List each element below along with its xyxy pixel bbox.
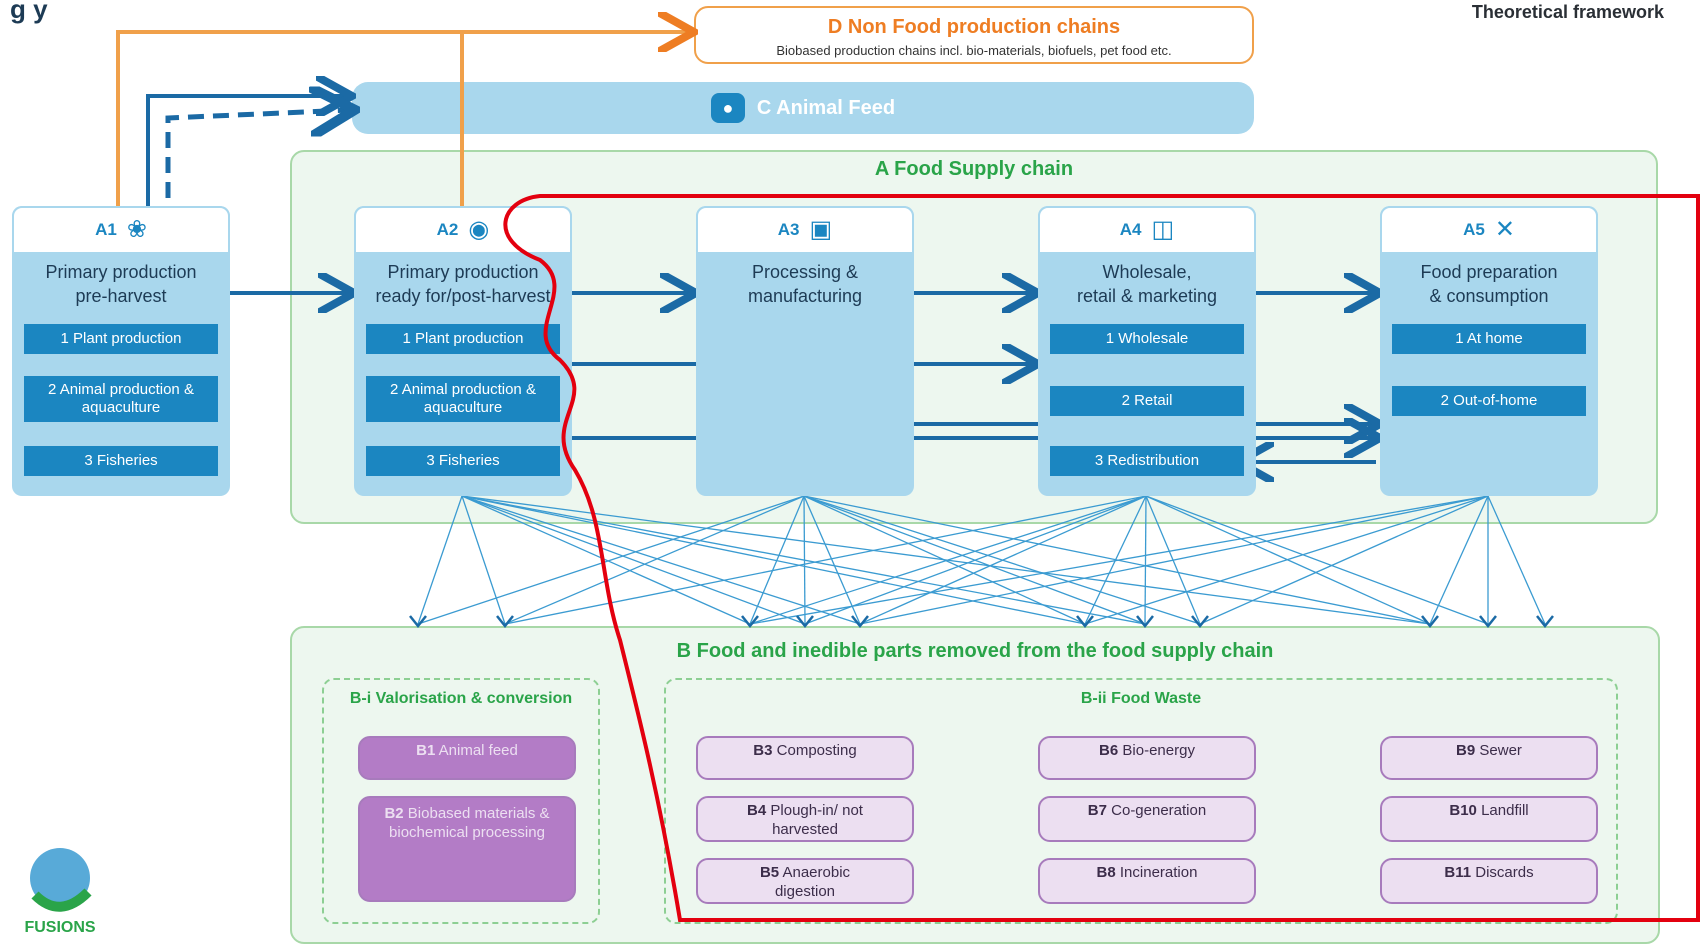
sub-item: 2 Out-of-home [1392, 386, 1586, 416]
b-label: Incineration [1119, 864, 1198, 881]
stage-title: Processing & [751, 262, 859, 282]
b-label: Composting [776, 742, 857, 759]
b-label: Discards [1475, 864, 1534, 881]
b7-box: B7 Co-generation [1038, 796, 1256, 842]
stage-title: pre-harvest [75, 286, 167, 306]
b5-box: B5 Anaerobic digestion [696, 858, 914, 904]
stage-title: retail & marketing [1076, 286, 1218, 306]
stage-title: Primary production [45, 262, 197, 282]
b-code: B1 [416, 742, 436, 759]
stage-code: A5 [1463, 220, 1485, 239]
fusions-logo-icon: FUSIONS [24, 848, 96, 936]
dashed-arrow-from-c [165, 110, 350, 198]
sub-item: 3 Fisheries [366, 446, 560, 476]
pig-icon: ● [710, 93, 745, 123]
valorisation-title: B-i Valorisation & conversion [349, 690, 573, 707]
stage-a2: A2 ◉ Primary production ready for/post-har… [354, 206, 572, 496]
b2-box: B2 Biobased materials & biochemical proc… [358, 796, 576, 902]
stage-code: A4 [1119, 220, 1142, 239]
food-supply-chain-title: A Food Supply chain [874, 158, 1074, 180]
food-waste-box: B-ii Food Waste B3 Composting B4 Plough-… [664, 678, 1618, 924]
orange-arrow-to-d [116, 32, 690, 206]
b3-box: B3 Composting [696, 736, 914, 780]
b-label: Anaerobic digestion [774, 864, 851, 900]
sub-item: 2 Animal production & aquaculture [366, 376, 560, 422]
stage-title: Primary production [387, 262, 539, 282]
food-waste-title: B-ii Food Waste [1080, 690, 1202, 707]
non-food-chains-box: D Non Food production chains Biobased pr… [694, 6, 1254, 64]
non-food-title: D Non Food production chains [827, 16, 1121, 38]
sub-item: 1 At home [1392, 324, 1586, 354]
stage-title: & consumption [1429, 286, 1549, 306]
fan-lines [417, 495, 1546, 625]
removed-title: B Food and inedible parts removed from t… [676, 640, 1274, 662]
cart-icon: ◫ [1151, 216, 1175, 243]
page-title-cut: g y [10, 0, 48, 24]
stage-code: A2 [436, 220, 459, 239]
b-code: B3 [753, 742, 773, 759]
sub-item: 1 Wholesale [1050, 324, 1244, 354]
non-food-subtitle: Biobased production chains incl. bio-mat… [776, 43, 1172, 58]
b-code: B8 [1096, 864, 1116, 881]
b8-box: B8 Incineration [1038, 858, 1256, 904]
factory-icon: ▣ [809, 216, 833, 243]
b-label: Animal feed [438, 742, 518, 759]
b-label: Biobased materials & biochemical process… [389, 805, 550, 841]
valorisation-box: B-i Valorisation & conversion B1 Animal … [322, 678, 600, 924]
stage-code: A1 [95, 220, 117, 239]
sub-item: 2 Retail [1050, 386, 1244, 416]
wheat-icon: ❀ [126, 216, 147, 243]
sub-item: 2 Animal production & aquaculture [24, 376, 218, 422]
b-code: B4 [747, 802, 767, 819]
b-label: Bio-energy [1122, 742, 1195, 759]
stage-title: Wholesale, [1102, 262, 1192, 282]
stage-a3: A3 ▣ Processing & manufacturing [696, 206, 914, 496]
animal-feed-box: ● C Animal Feed [352, 82, 1254, 134]
sub-item: 1 Plant production [366, 324, 560, 354]
sub-item: 1 Plant production [24, 324, 218, 354]
b4-box: B4 Plough-in/ not harvested [696, 796, 914, 842]
tractor-icon: ◉ [468, 216, 490, 243]
cutlery-icon: ✕ [1494, 216, 1515, 243]
b-code: B9 [1456, 742, 1476, 759]
stage-a4: A4 ◫ Wholesale, retail & marketing 1 Whole… [1038, 206, 1256, 496]
b6-box: B6 Bio-energy [1038, 736, 1256, 780]
fusions-logo: FUSIONS [10, 840, 120, 940]
b-label: Sewer [1479, 742, 1522, 759]
b11-box: B11 Discards [1380, 858, 1598, 904]
stage-title: Food preparation [1420, 262, 1558, 282]
b9-box: B9 Sewer [1380, 736, 1598, 780]
stage-a5: A5 ✕ Food preparation & consumption 1 At h… [1380, 206, 1598, 496]
logo-text: FUSIONS [24, 919, 95, 936]
sub-item: 3 Redistribution [1050, 446, 1244, 476]
b-label: Landfill [1481, 802, 1529, 819]
stage-title: manufacturing [747, 286, 863, 306]
b-code: B5 [759, 864, 780, 881]
b10-box: B10 Landfill [1380, 796, 1598, 842]
sub-item: 3 Fisheries [24, 446, 218, 476]
b-label: Plough-in/ not harvested [770, 802, 863, 838]
b-code: B6 [1099, 742, 1119, 759]
framework-label: Theoretical framework [1471, 2, 1664, 22]
stage-code: A3 [777, 220, 800, 239]
b1-box: B1 Animal feed [358, 736, 576, 780]
stage-title: ready for/post-harvest [375, 286, 551, 306]
b-code: B10 [1449, 802, 1477, 819]
b-code: B7 [1087, 802, 1107, 819]
b-code: B11 [1444, 864, 1472, 881]
b-code: B2 [384, 805, 404, 822]
fan-arrowheads [409, 615, 1554, 629]
stage-a1: A1 ❀ Primary production pre-harvest 1 Plan… [12, 206, 230, 496]
blue-arrow-to-c [146, 96, 348, 206]
b-label: Co-generation [1111, 802, 1207, 819]
animal-feed-title: C Animal Feed [756, 96, 896, 119]
